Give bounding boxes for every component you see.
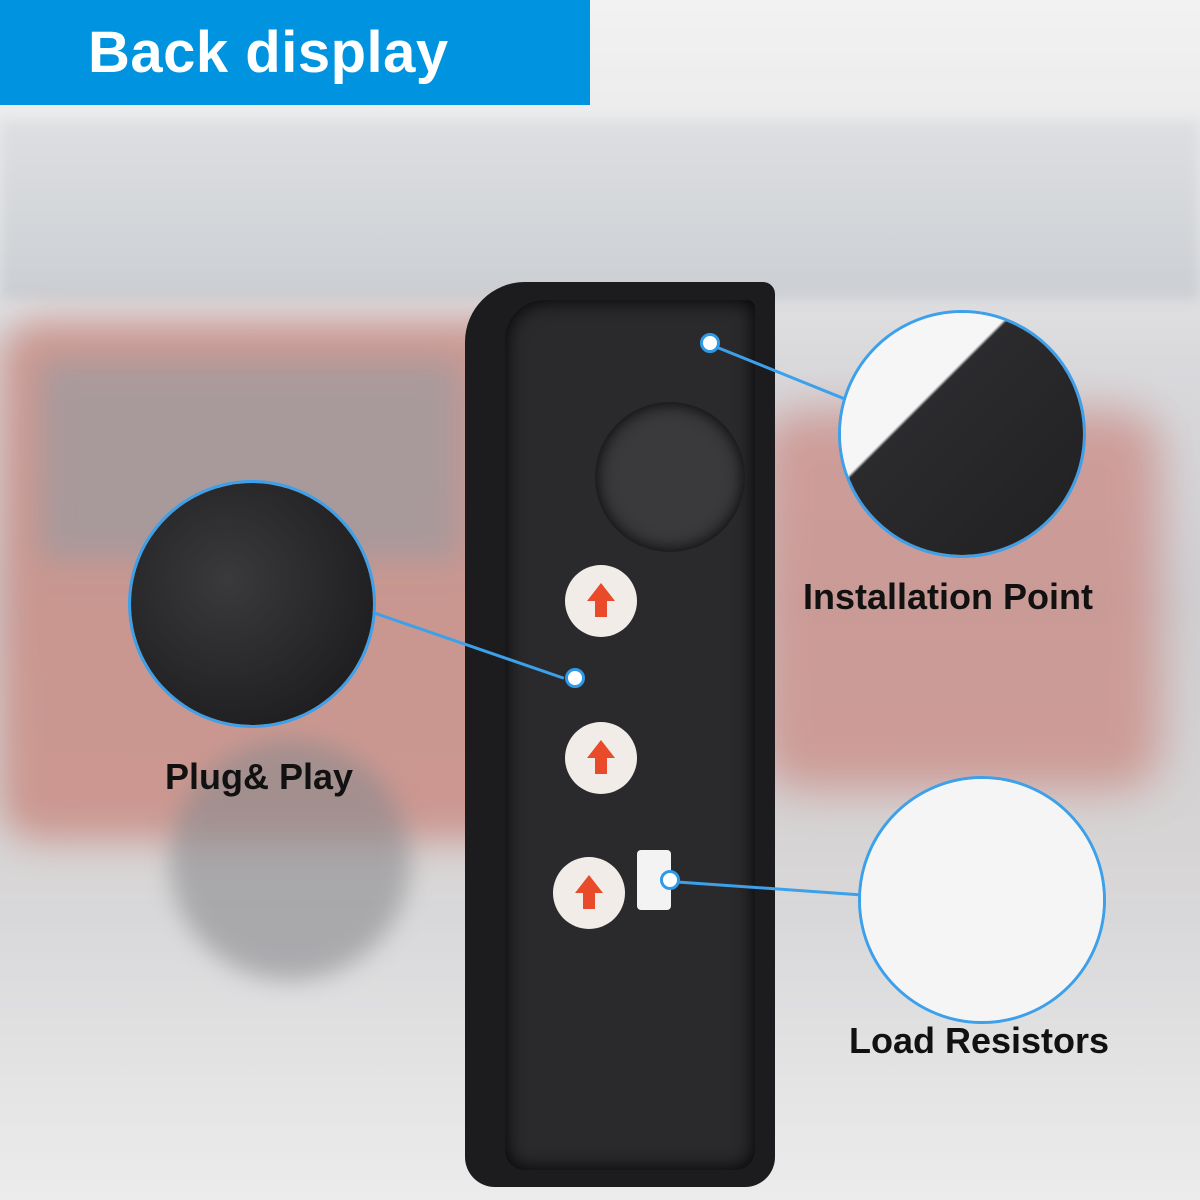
tail-light-housing — [465, 282, 775, 1187]
resistor-detail-image — [861, 779, 1103, 1021]
marker-dot-plug — [565, 668, 585, 688]
bulb-socket-3 — [553, 857, 625, 929]
title-banner: Back display — [0, 0, 590, 105]
callout-installation-point — [838, 310, 1086, 558]
marker-dot-resistor — [660, 870, 680, 890]
bulb-socket-1 — [565, 565, 637, 637]
label-load-resistors: Load Resistors — [849, 1020, 1110, 1061]
blurred-truck — [0, 300, 1200, 980]
housing-dome — [595, 402, 745, 552]
callout-load-resistors — [858, 776, 1106, 1024]
label-plug-play: Plug& Play — [165, 756, 354, 797]
bulb-socket-2 — [565, 722, 637, 794]
plug-detail-image — [131, 483, 373, 725]
label-installation-point: Installation Point — [803, 576, 1094, 617]
banner-title: Back display — [88, 20, 449, 85]
installation-detail-image — [841, 313, 1083, 555]
truck-wheel — [170, 740, 410, 980]
blurred-city-skyline — [0, 120, 1200, 300]
callout-plug-play — [128, 480, 376, 728]
marker-dot-installation — [700, 333, 720, 353]
